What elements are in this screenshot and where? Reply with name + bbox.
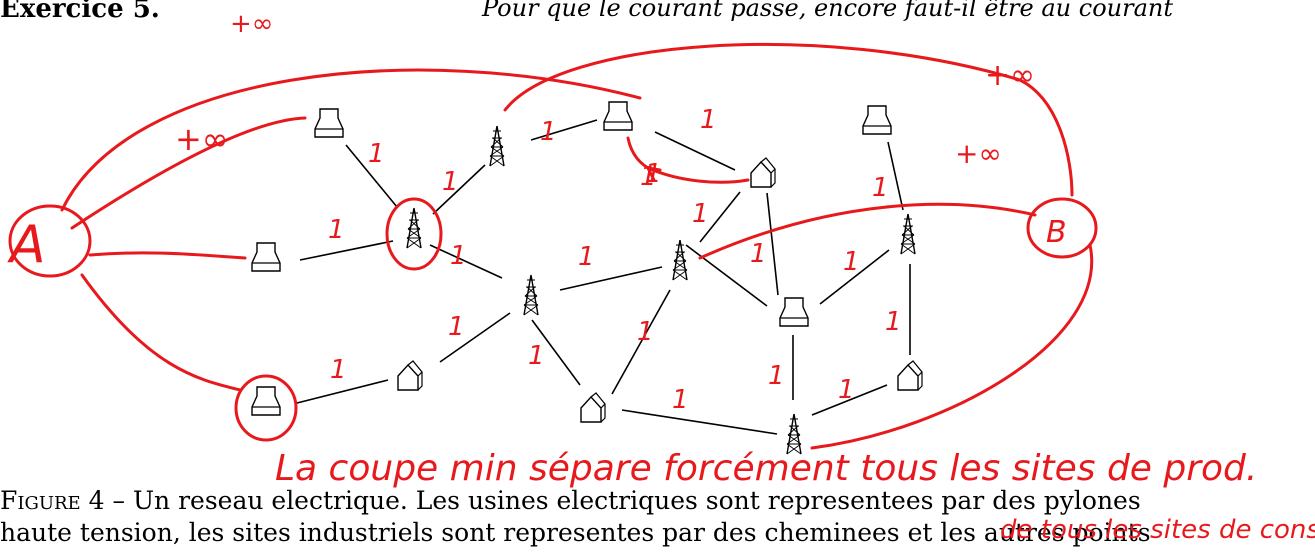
infinity-label: +∞ — [985, 58, 1035, 93]
house-node — [750, 157, 776, 188]
edge-weight: 1 — [442, 167, 459, 197]
edge-weight: 1 — [872, 173, 889, 203]
power-plant-node — [862, 105, 892, 135]
infinity-label: +∞ — [230, 9, 273, 39]
exercise-label: Exercice 5. — [0, 0, 160, 24]
pylon-node — [406, 207, 422, 249]
house-node — [897, 360, 923, 391]
edge-weight: 1 — [368, 139, 385, 169]
handwritten-note-2: de tous les sites de conso. — [1000, 515, 1315, 545]
edge-weight: 1 — [645, 159, 662, 189]
caption-line-2: haute tension, les sites industriels son… — [0, 518, 1151, 547]
caption-line-1: – Un reseau electrique. Les usines elect… — [104, 486, 1141, 515]
edge-weight: 1 — [528, 341, 545, 371]
red-labels: A B +∞ +∞ +∞ +∞ 1 1 1 1 1 1 1 1 1 1 1 1 … — [7, 9, 1257, 489]
figure-caption: Figure 4 – Un reseau electrique. Les usi… — [0, 486, 1315, 550]
source-label: A — [7, 215, 46, 275]
house-node — [397, 360, 423, 391]
pylon-node — [489, 125, 505, 167]
edge-weight: 1 — [328, 215, 345, 245]
handwritten-note: La coupe min sépare forcément tous les s… — [275, 448, 1257, 489]
edge-weight: 1 — [672, 385, 689, 415]
edge-weight: 1 — [330, 355, 347, 385]
sink-label: B — [1046, 215, 1067, 250]
house-node — [580, 392, 606, 423]
edge-weight: 1 — [750, 239, 767, 269]
edge-weight: 1 — [843, 247, 860, 277]
edge-weight: 1 — [637, 317, 654, 347]
power-plant-node — [314, 108, 344, 138]
edge-weight: 1 — [640, 162, 657, 192]
infinity-label: +∞ — [175, 120, 228, 158]
power-plant-node — [251, 386, 281, 416]
edge-weights: 1 1 1 1 1 1 1 1 1 1 1 1 1 1 1 1 1 1 1 1 … — [328, 105, 902, 415]
edge-weight: 1 — [692, 199, 709, 229]
power-plant-node — [779, 297, 809, 327]
edge-weight: 1 — [540, 117, 557, 147]
edge-weight: 1 — [448, 312, 465, 342]
edge-weight: 1 — [700, 105, 717, 135]
figure-label: Figure 4 — [0, 486, 105, 515]
epigraph: Pour que le courant passe, encore faut-i… — [482, 0, 1173, 22]
edge-weight: 1 — [768, 361, 785, 391]
pylon-node — [523, 274, 539, 316]
edge-weight: 1 — [578, 242, 595, 272]
edge-weight: 1 — [450, 241, 467, 271]
power-plant-node — [251, 242, 281, 272]
red-annotations — [8, 42, 1098, 450]
network-diagram: A B +∞ +∞ +∞ +∞ 1 1 1 1 1 1 1 1 1 1 1 1 … — [7, 9, 1257, 489]
graph-nodes — [251, 101, 923, 455]
graph-edges — [296, 119, 911, 435]
infinity-label: +∞ — [955, 137, 1002, 170]
edge-weight: 1 — [838, 375, 855, 405]
power-plant-node — [603, 101, 633, 131]
pylon-node — [900, 213, 916, 255]
pylon-node — [672, 239, 688, 281]
edge-weight: 1 — [885, 307, 902, 337]
